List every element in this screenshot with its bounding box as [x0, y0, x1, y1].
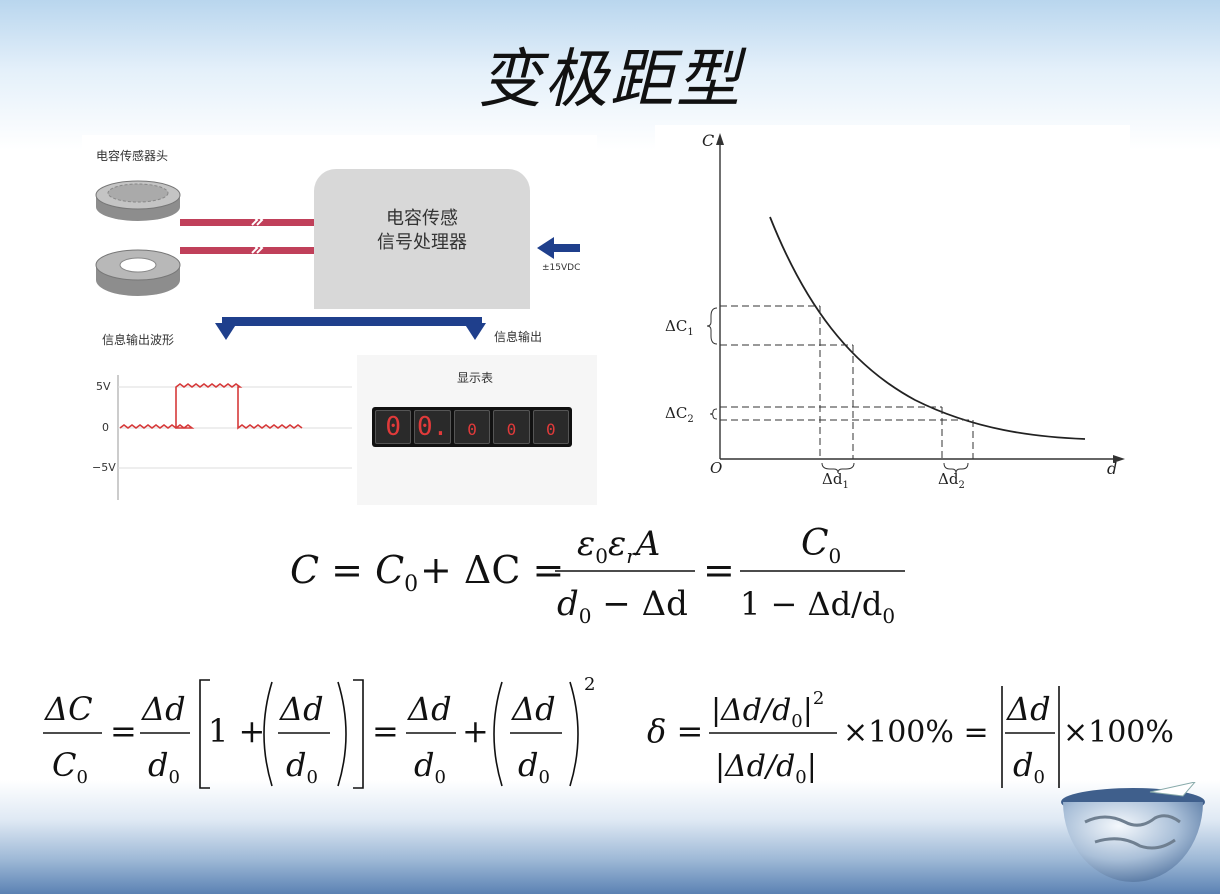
svg-text:×100%: ×100%: [1063, 715, 1174, 750]
sensor-head-label: 电容传感器头: [96, 149, 169, 163]
waveform-label: 信息输出波形: [102, 333, 175, 347]
svg-text:+: +: [462, 712, 489, 750]
origin-label: O: [710, 459, 723, 477]
svg-text:Δd: Δd: [406, 690, 452, 728]
svg-text:C0: C0: [52, 746, 88, 788]
display-label: 显示表: [457, 371, 494, 385]
graph-drawing: [706, 133, 1125, 474]
formula-nonlinearity-error: δ = |Δd/d0|2 |Δd/d0| ×100% = Δd d0 ×100%: [647, 686, 1174, 788]
svg-text:d0: d0: [518, 746, 550, 788]
globe-logo: [1061, 782, 1205, 882]
display-digit: 0: [532, 410, 570, 444]
svg-text:δ =: δ =: [647, 712, 703, 750]
digit-display: 0 0. 0 0 0: [372, 407, 572, 447]
svg-text:=: =: [110, 712, 137, 750]
svg-text:ΔC: ΔC: [43, 690, 93, 728]
x-axis-label: d: [1107, 459, 1118, 478]
processor-label-line1: 电容传感: [386, 208, 458, 229]
svg-text:C = C0: C = C0: [290, 548, 418, 597]
sensor-disc-top: [95, 180, 181, 221]
display-digit: 0: [493, 410, 530, 444]
delta-c2-label: ΔC2: [665, 404, 694, 425]
formula-relative-change: ΔC C0 = Δd d0 1 + Δd d0 = Δd d0 + Δd d0 …: [43, 674, 595, 789]
svg-text:|Δd/d0|2: |Δd/d0|2: [711, 688, 824, 732]
svg-text:1 +: 1 +: [208, 712, 265, 750]
sensor-system-figure: 电容传感器头 电容传感: [82, 135, 597, 508]
f1-lhs: C = C: [290, 548, 404, 592]
svg-text:Δd: Δd: [140, 690, 186, 728]
output-label: 信息输出: [494, 330, 543, 344]
svg-text:d0 − Δd: d0 − Δd: [557, 584, 688, 625]
delta-d2-label: Δd2: [938, 470, 965, 491]
svg-text:1 − Δd/d0: 1 − Δd/d0: [740, 585, 895, 625]
svg-text:d0: d0: [286, 746, 318, 788]
f1-equals: =: [703, 548, 735, 592]
processor-label-line2: 信号处理器: [377, 232, 467, 253]
y-axis-label: C: [702, 131, 715, 150]
svg-text:Δd: Δd: [1005, 690, 1051, 728]
display-digit: 0: [375, 410, 412, 444]
formula-capacitance: C = C0 + ΔC = ε0εrA d0 − Δd = C0 1 − Δd/…: [290, 523, 905, 625]
display-meter: 显示表 0 0. 0 0 0: [357, 355, 597, 505]
svg-text:Δd: Δd: [278, 690, 324, 728]
delta-d1-label: Δd1: [822, 470, 849, 491]
waveform-tick-neg5v: −5V: [92, 461, 116, 474]
waveform-tick-5v: 5V: [96, 380, 111, 393]
svg-text:ε0εrA: ε0εrA: [577, 524, 660, 568]
slide-title: 变极距型: [478, 43, 742, 117]
svg-text:=: =: [372, 712, 399, 750]
display-digit: 0: [453, 410, 491, 444]
waveform-tick-0: 0: [102, 421, 109, 434]
svg-text:×100% =: ×100% =: [843, 715, 989, 750]
power-label: ±15VDC: [542, 263, 581, 273]
svg-text:d0: d0: [1013, 746, 1045, 788]
sensor-disc-bottom: [95, 249, 181, 296]
svg-text:C0: C0: [801, 523, 841, 568]
svg-text:|Δd/d0|: |Δd/d0|: [715, 749, 817, 788]
f1-plus-dc: + ΔC =: [420, 548, 564, 592]
signal-processor-box: 电容传感 信号处理器: [314, 169, 530, 309]
display-digit: 0.: [414, 410, 451, 444]
svg-text:Δd: Δd: [510, 690, 556, 728]
delta-c1-label: ΔC1: [665, 317, 694, 338]
svg-text:d0: d0: [414, 746, 446, 788]
capacitance-distance-graph: C d O ΔC1 ΔC2 Δd1 Δd2: [655, 125, 1130, 500]
svg-text:2: 2: [584, 674, 595, 695]
svg-text:d0: d0: [148, 746, 180, 788]
sensor-diagram-graphics: [95, 180, 580, 500]
